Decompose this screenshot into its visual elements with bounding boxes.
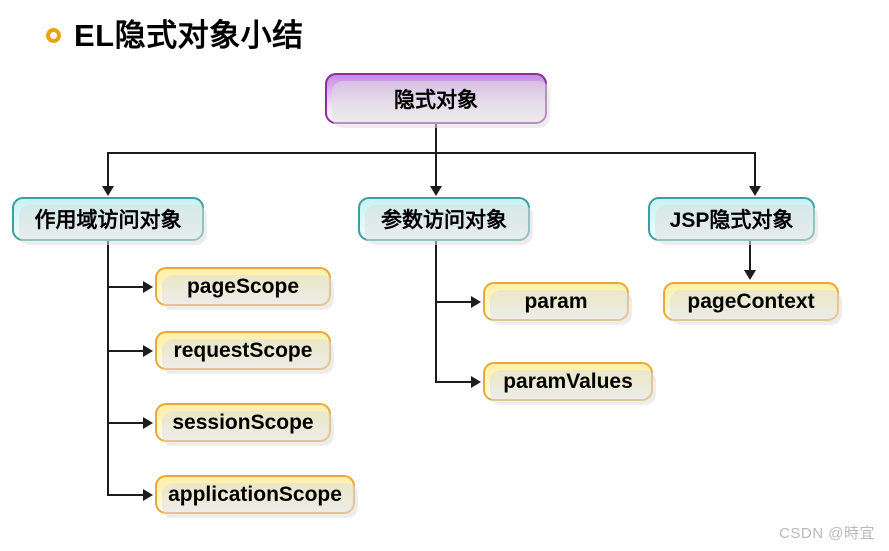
node-branch-jsp-objects-label: JSP隐式对象 (669, 209, 794, 232)
connector-root-stem (435, 124, 437, 153)
node-leaf-requestscope-label: requestScope (173, 338, 313, 362)
node-leaf-requestscope[interactable]: requestScope (155, 331, 334, 374)
node-branch-jsp-objects[interactable]: JSP隐式对象 (648, 197, 818, 245)
node-root-label: 隐式对象 (394, 88, 478, 112)
node-leaf-applicationscope[interactable]: applicationScope (155, 475, 358, 518)
node-leaf-pagescope-label: pageScope (186, 274, 300, 298)
watermark: CSDN @時宜 (779, 525, 875, 542)
arrowhead-branch2 (430, 186, 442, 196)
node-shadow (162, 483, 358, 518)
page-title: EL隐式对象小结 (46, 20, 304, 51)
node-leaf-pagecontext-label: pageContext (687, 289, 815, 313)
node-branch-param-objects[interactable]: 参数访问对象 (358, 197, 533, 245)
connector-root-to-branch3 (754, 152, 756, 188)
arrowhead-leaf-paramvalues (471, 376, 481, 388)
node-leaf-sessionscope-label: sessionScope (172, 410, 314, 434)
node-leaf-param-label: param (524, 289, 588, 313)
connector-branch1-to-leaf1 (107, 286, 144, 288)
node-branch-param-objects-label: 参数访问对象 (381, 209, 507, 232)
arrowhead-leaf-pagescope (143, 281, 153, 293)
node-shadow (162, 411, 334, 446)
page-title-text: EL隐式对象小结 (74, 18, 304, 53)
node-shadow (490, 290, 632, 325)
node-leaf-pagescope[interactable]: pageScope (155, 267, 334, 310)
connector-branch3-stem (749, 240, 751, 272)
connector-root-bus (107, 152, 756, 154)
node-branch-scope-objects-label: 作用域访问对象 (34, 209, 182, 232)
connector-branch2-stem (435, 240, 437, 382)
arrowhead-leaf-sessionscope (143, 417, 153, 429)
node-shadow (655, 205, 818, 245)
connector-branch1-to-leaf3 (107, 422, 144, 424)
node-leaf-sessionscope[interactable]: sessionScope (155, 403, 334, 446)
connector-root-to-branch2 (435, 152, 437, 188)
node-shadow (162, 339, 334, 374)
node-leaf-param[interactable]: param (483, 282, 632, 325)
arrowhead-branch3 (749, 186, 761, 196)
connector-branch2-to-leaf2 (435, 381, 472, 383)
connector-branch1-stem (107, 240, 109, 496)
node-shadow (490, 370, 656, 405)
node-leaf-paramvalues-label: paramValues (503, 369, 633, 393)
connector-branch1-to-leaf4 (107, 494, 144, 496)
node-shadow (365, 205, 533, 245)
ring-bullet-icon (46, 28, 61, 43)
node-leaf-paramvalues[interactable]: paramValues (483, 362, 656, 405)
node-shadow (332, 81, 550, 128)
arrowhead-branch1 (102, 186, 114, 196)
arrowhead-leaf-pagecontext (744, 270, 756, 280)
arrowhead-leaf-applicationscope (143, 489, 153, 501)
arrowhead-leaf-param (471, 296, 481, 308)
node-shadow (162, 275, 334, 310)
node-root[interactable]: 隐式对象 (325, 73, 550, 128)
node-shadow (19, 205, 207, 245)
node-leaf-pagecontext[interactable]: pageContext (663, 282, 842, 325)
connector-branch2-to-leaf1 (435, 301, 472, 303)
arrowhead-leaf-requestscope (143, 345, 153, 357)
node-shadow (670, 290, 842, 325)
connector-root-to-branch1 (107, 152, 109, 188)
node-branch-scope-objects[interactable]: 作用域访问对象 (12, 197, 207, 245)
connector-branch1-to-leaf2 (107, 350, 144, 352)
node-leaf-applicationscope-label: applicationScope (168, 482, 342, 506)
